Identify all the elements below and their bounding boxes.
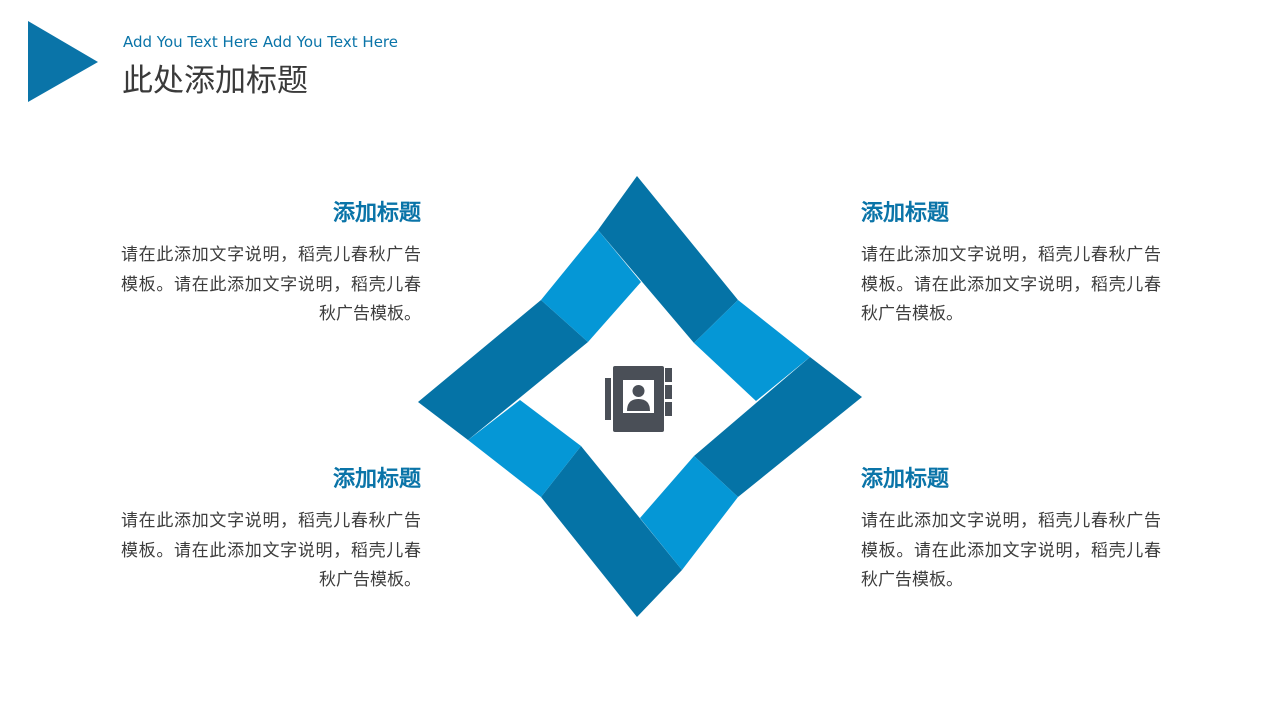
text-block-bottom-right: 添加标题 请在此添加文字说明，稻壳儿春秋广告模板。请在此添加文字说明，稻壳儿春秋… [861, 465, 1161, 596]
diamond-band-left [418, 300, 588, 440]
contact-book-icon [605, 366, 672, 432]
block-text: 请在此添加文字说明，稻壳儿春秋广告模板。请在此添加文字说明，稻壳儿春秋广告模板。 [861, 511, 1161, 590]
diamond-corner-left [468, 400, 581, 497]
block-title: 添加标题 [332, 467, 421, 492]
text-block-bottom-left: 添加标题 请在此添加文字说明，稻壳儿春秋广告模板。请在此添加文字说明，稻壳儿春秋… [121, 465, 421, 596]
diamond-corner-top-left [541, 230, 641, 342]
block-text: 请在此添加文字说明，稻壳儿春秋广告模板。请在此添加文字说明，稻壳儿春秋广告模板。 [121, 245, 421, 324]
page-subtitle: Add You Text Here Add You Text Here [123, 33, 398, 51]
page-title: 此处添加标题 [122, 63, 308, 99]
block-title: 添加标题 [861, 201, 950, 226]
diamond-corner-bottom-right [640, 456, 738, 570]
text-block-top-left: 添加标题 请在此添加文字说明，稻壳儿春秋广告模板。请在此添加文字说明，稻壳儿春秋… [121, 199, 421, 330]
diamond-band-bottom [541, 446, 682, 617]
block-text: 请在此添加文字说明，稻壳儿春秋广告模板。请在此添加文字说明，稻壳儿春秋广告模板。 [861, 245, 1161, 324]
block-text: 请在此添加文字说明，稻壳儿春秋广告模板。请在此添加文字说明，稻壳儿春秋广告模板。 [121, 511, 421, 590]
block-title: 添加标题 [332, 201, 421, 226]
header-triangle-icon [28, 21, 98, 102]
diamond-corner-right [694, 300, 810, 401]
diamond-band-right [694, 357, 862, 497]
diamond-band-top-right [598, 176, 738, 343]
text-block-top-right: 添加标题 请在此添加文字说明，稻壳儿春秋广告模板。请在此添加文字说明，稻壳儿春秋… [861, 199, 1161, 330]
block-title: 添加标题 [861, 467, 950, 492]
